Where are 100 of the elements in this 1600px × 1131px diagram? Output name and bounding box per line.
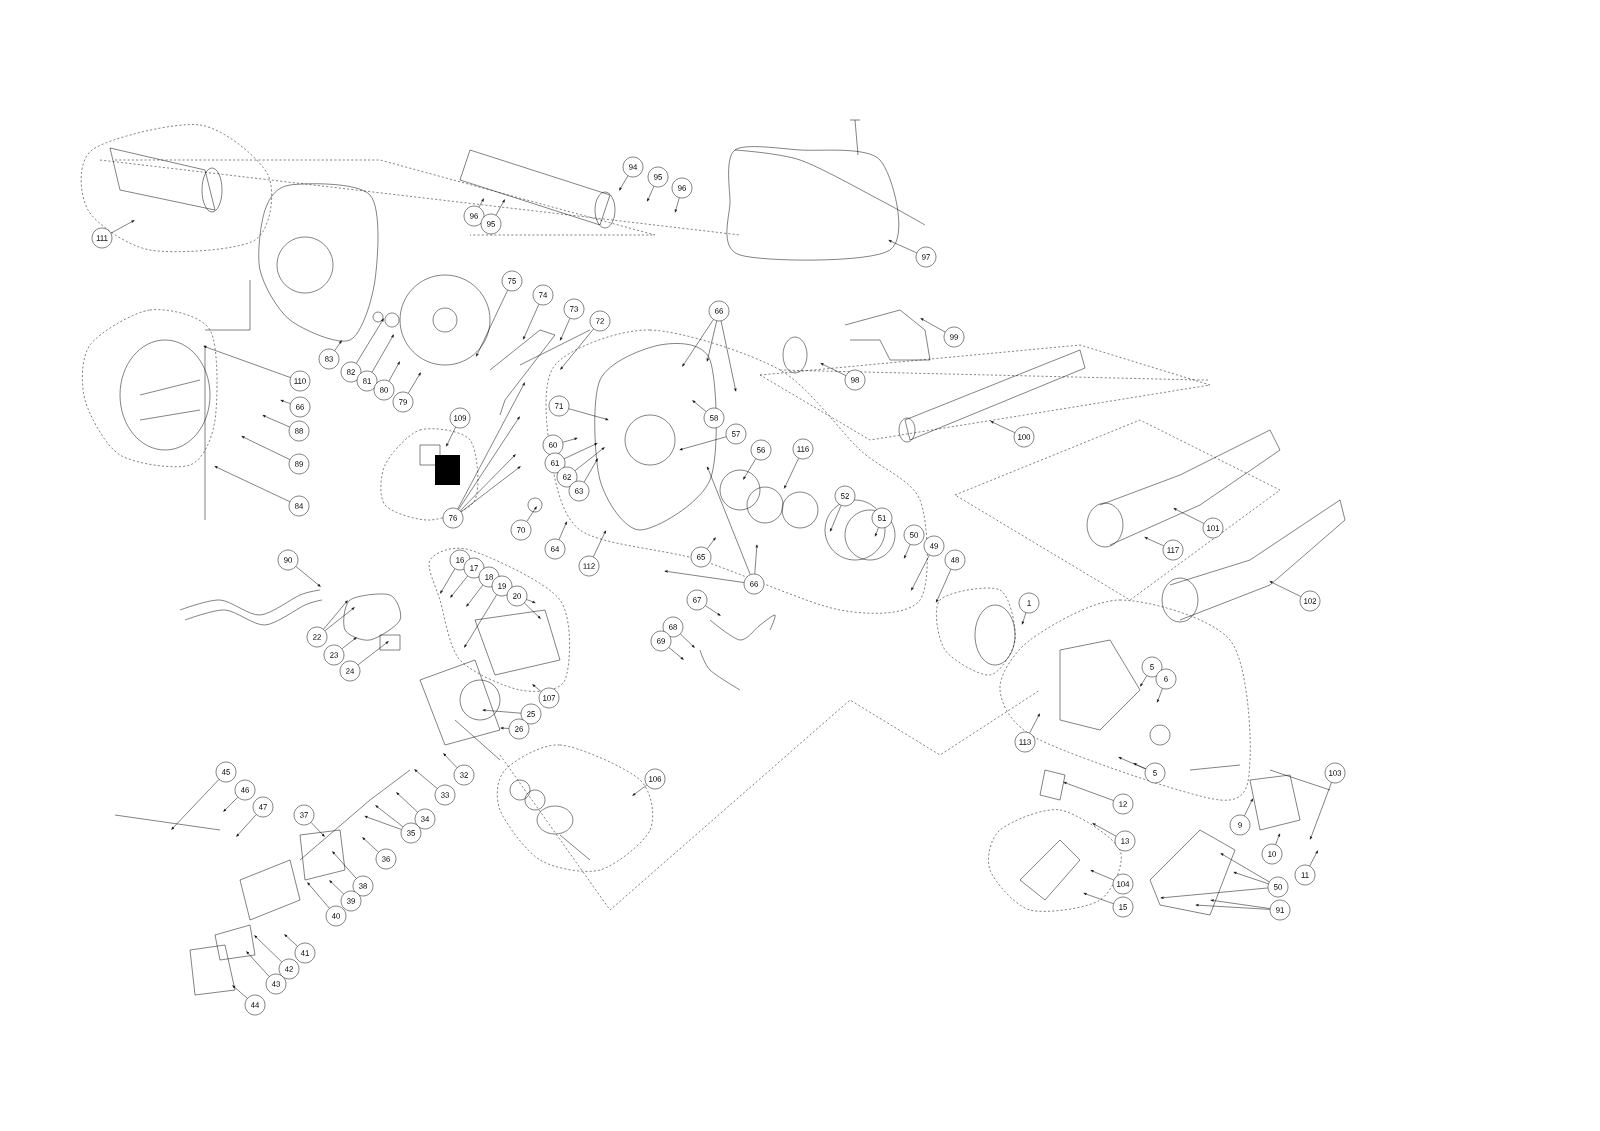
leader-line <box>1233 872 1269 884</box>
leader-line <box>223 797 238 812</box>
leader-line <box>1173 508 1205 524</box>
leader-line <box>558 521 567 540</box>
leader-line <box>495 199 505 216</box>
leader-line <box>524 602 541 619</box>
leader-line <box>564 443 598 459</box>
leader-line <box>329 880 344 895</box>
leader-line <box>1140 675 1147 687</box>
leader-line <box>682 319 714 367</box>
leader-line <box>875 527 879 537</box>
leader-line <box>476 290 508 357</box>
leader-line <box>562 437 578 443</box>
leader-line <box>324 607 355 631</box>
leader-line <box>364 816 402 830</box>
leader-line <box>332 851 357 879</box>
leader-line <box>464 594 497 648</box>
leader-line <box>830 505 842 532</box>
leader-line <box>1022 612 1027 625</box>
leader-line <box>478 198 484 208</box>
leader-line <box>1269 581 1302 597</box>
leader-line <box>388 361 400 382</box>
leader-line <box>241 436 291 460</box>
leader-line <box>1210 899 1271 909</box>
leader-line <box>560 328 594 370</box>
leader-line <box>1144 537 1164 547</box>
leader-line <box>1090 870 1114 881</box>
leader-line <box>911 554 930 591</box>
leader-line <box>632 784 647 796</box>
leader-line <box>664 570 745 583</box>
leader-line <box>1275 833 1280 845</box>
leader-line <box>171 779 220 830</box>
leader-line <box>1310 782 1332 840</box>
leader-line <box>706 537 716 550</box>
leader-line <box>707 466 751 575</box>
leader-line <box>1220 853 1270 883</box>
leader-line <box>482 709 522 714</box>
leader-line <box>532 684 542 692</box>
leader-line <box>446 427 456 447</box>
leader-line <box>232 985 248 999</box>
leader-line <box>310 822 325 837</box>
leader-line <box>460 466 521 513</box>
leader-line <box>323 600 348 630</box>
leader-line <box>1063 782 1114 801</box>
leader-line <box>526 506 537 522</box>
leader-line <box>720 320 737 392</box>
leader-line <box>743 458 756 480</box>
leader-line <box>414 769 438 789</box>
leader-line <box>408 372 421 394</box>
leader-line <box>1092 823 1117 837</box>
leader-line <box>459 454 516 511</box>
leader-line <box>356 318 384 364</box>
leader-line <box>680 633 695 648</box>
leader-line <box>705 605 721 616</box>
leader-line <box>362 837 379 853</box>
leader-line <box>920 318 946 333</box>
leader-line <box>619 175 629 191</box>
leader-line <box>1133 763 1146 769</box>
leader-line <box>440 568 456 594</box>
leader-line <box>1118 757 1146 770</box>
leader-line <box>936 569 952 603</box>
leader-line <box>574 447 605 471</box>
leader-line <box>820 363 847 376</box>
leader-line <box>583 458 598 483</box>
leader-line <box>262 415 290 428</box>
leader-line <box>990 421 1015 433</box>
leader-line <box>560 318 571 341</box>
leader-line <box>647 186 655 202</box>
leader-line <box>214 466 290 502</box>
leader-line <box>784 458 799 489</box>
leader-line <box>668 647 684 660</box>
leader-line <box>375 805 404 827</box>
leader-line <box>526 599 536 603</box>
leader-line <box>754 544 758 575</box>
leader-line <box>443 753 458 768</box>
leader-line <box>203 346 291 378</box>
leader-line <box>466 584 484 607</box>
leader-line <box>1195 904 1271 910</box>
leader-line <box>295 566 321 587</box>
leader-line <box>246 951 270 977</box>
leader-line <box>284 934 298 947</box>
leader-line <box>450 575 468 598</box>
leader-line <box>706 320 717 362</box>
leader-line <box>904 544 911 559</box>
leader-line <box>888 240 917 254</box>
leader-line <box>458 416 520 510</box>
leader-line <box>371 334 394 373</box>
leader-line <box>1157 688 1163 703</box>
leader-line <box>523 304 540 340</box>
leader-line <box>334 340 342 351</box>
leader-line <box>280 400 291 404</box>
leader-line <box>1160 887 1269 899</box>
leader-line <box>1244 798 1253 817</box>
leader-line <box>110 220 135 234</box>
leader-line <box>307 882 330 909</box>
leader-line <box>1029 713 1040 734</box>
leader-line <box>692 400 707 412</box>
leader-line <box>341 637 357 649</box>
leader-line <box>1309 850 1318 867</box>
leader-line <box>674 197 680 213</box>
